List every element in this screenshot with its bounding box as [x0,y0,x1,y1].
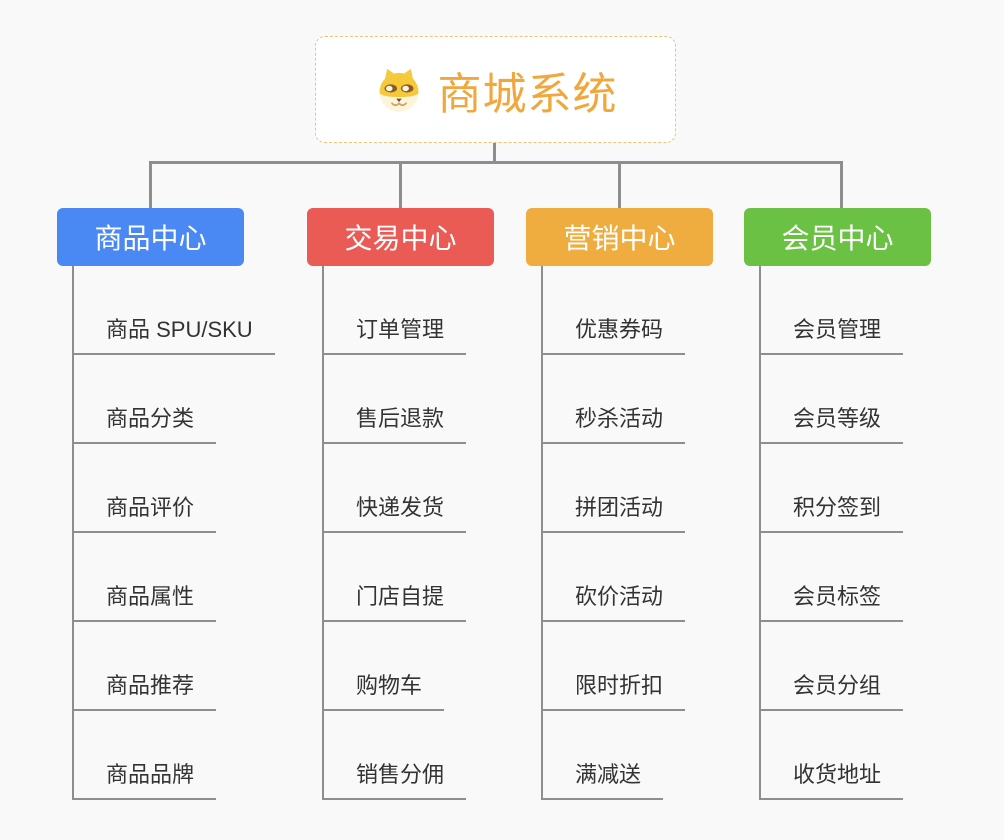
leaf-row: 收货地址 [761,711,904,800]
connector-drop-2 [399,161,402,208]
branch-column-marketing: 优惠券码 秒杀活动 拼团活动 砍价活动 限时折扣 满减送 [541,266,686,800]
leaf-row: 会员管理 [761,266,904,355]
leaf-node[interactable]: 会员管理 [761,312,904,355]
leaf-row: 砍价活动 [543,533,686,622]
leaf-row: 商品评价 [74,444,275,533]
leaf-row: 满减送 [543,711,685,800]
leaf-row: 门店自提 [324,533,467,622]
leaf-node[interactable]: 购物车 [324,668,445,711]
connector-root-stub [493,143,496,163]
leaf-row: 销售分佣 [324,711,467,800]
leaf-node[interactable]: 商品分类 [74,401,217,444]
leaf-row: 会员分组 [761,622,904,711]
leaf-row: 积分签到 [761,444,904,533]
leaf-node[interactable]: 会员等级 [761,401,904,444]
root-title: 商城系统 [437,69,618,119]
leaf-node[interactable]: 收货地址 [761,757,904,800]
leaf-node[interactable]: 售后退款 [324,401,467,444]
branch-node-trade-center[interactable]: 交易中心 [307,208,494,266]
leaf-node[interactable]: 秒杀活动 [543,401,686,444]
branch-node-product-center[interactable]: 商品中心 [57,208,244,266]
root-node-mall-system[interactable]: 商城系统 [315,36,676,143]
branch-column-product: 商品 SPU/SKU 商品分类 商品评价 商品属性 商品推荐 商品品牌 [72,266,275,800]
leaf-node[interactable]: 门店自提 [324,579,467,622]
leaf-node[interactable]: 商品评价 [74,490,217,533]
leaf-node[interactable]: 限时折扣 [543,668,686,711]
leaf-node[interactable]: 拼团活动 [543,490,686,533]
branch-node-marketing-center[interactable]: 营销中心 [526,208,713,266]
leaf-node[interactable]: 会员标签 [761,579,904,622]
leaf-node[interactable]: 销售分佣 [324,757,467,800]
leaf-row: 限时折扣 [543,622,686,711]
leaf-node[interactable]: 商品属性 [74,579,217,622]
leaf-row: 商品分类 [74,355,275,444]
leaf-row: 会员等级 [761,355,904,444]
leaf-row: 商品属性 [74,533,275,622]
leaf-row: 快递发货 [324,444,467,533]
leaf-node[interactable]: 订单管理 [324,312,467,355]
connector-drop-4 [840,161,843,208]
leaf-node[interactable]: 会员分组 [761,668,904,711]
branch-column-trade: 订单管理 售后退款 快递发货 门店自提 购物车 销售分佣 [322,266,467,800]
connector-drop-1 [149,161,152,208]
branch-node-member-center[interactable]: 会员中心 [744,208,931,266]
leaf-row: 拼团活动 [543,444,686,533]
connector-rail [149,161,843,164]
leaf-row: 订单管理 [324,266,467,355]
leaf-node[interactable]: 积分签到 [761,490,904,533]
leaf-node[interactable]: 满减送 [543,757,664,800]
leaf-row: 售后退款 [324,355,467,444]
leaf-row: 商品 SPU/SKU [74,266,275,355]
shiba-dog-icon [374,65,424,115]
leaf-row: 秒杀活动 [543,355,686,444]
connector-drop-3 [618,161,621,208]
leaf-row: 商品推荐 [74,622,275,711]
leaf-node[interactable]: 砍价活动 [543,579,686,622]
leaf-node[interactable]: 优惠券码 [543,312,686,355]
branch-column-member: 会员管理 会员等级 积分签到 会员标签 会员分组 收货地址 [759,266,904,800]
leaf-row: 商品品牌 [74,711,275,800]
leaf-node[interactable]: 商品 SPU/SKU [74,312,275,355]
leaf-row: 会员标签 [761,533,904,622]
leaf-node[interactable]: 商品推荐 [74,668,217,711]
leaf-node[interactable]: 快递发货 [324,490,467,533]
leaf-row: 优惠券码 [543,266,686,355]
leaf-node[interactable]: 商品品牌 [74,757,217,800]
leaf-row: 购物车 [324,622,466,711]
